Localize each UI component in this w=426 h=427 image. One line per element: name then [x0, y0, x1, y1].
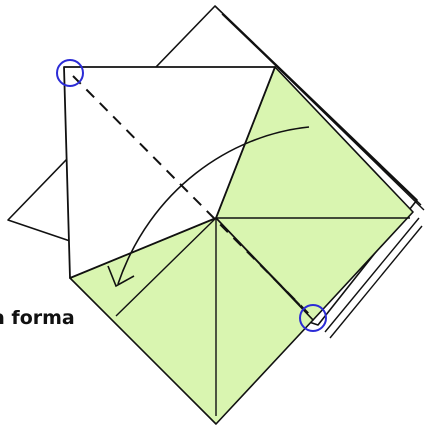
crease-lines [115, 217, 410, 416]
crease-bottom-left [115, 217, 217, 317]
reference-circle-bottom-right [299, 304, 327, 332]
fold-arrow-head [107, 265, 135, 288]
fold-arrow-curve [117, 126, 310, 285]
crease-bottom-right-short [215, 217, 301, 306]
back-layer-edge-3 [324, 217, 420, 333]
curved-fold-arrow [107, 126, 310, 288]
caption-text: a forma [0, 307, 75, 329]
back-layer-edge-2 [228, 19, 425, 211]
reference-circle-top-left [56, 59, 84, 87]
back-layer-edge-4 [329, 225, 423, 339]
